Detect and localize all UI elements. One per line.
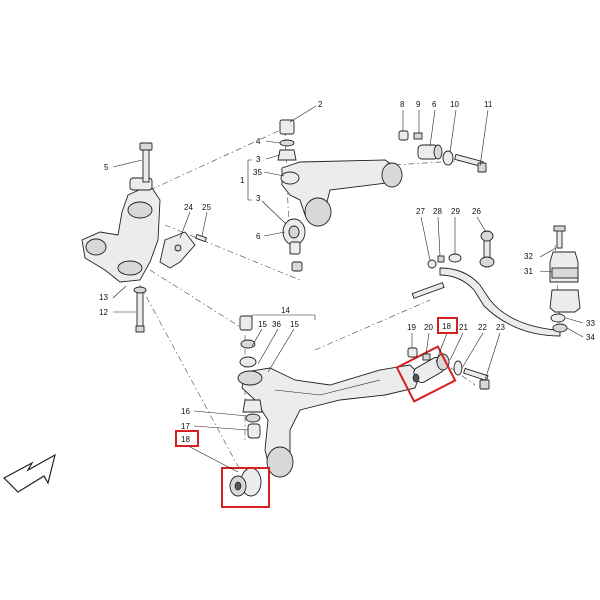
callout-18-left: 18 bbox=[181, 435, 190, 444]
highlight-box-rear-bushing bbox=[395, 345, 457, 403]
callout-3-lower: 3 bbox=[256, 194, 261, 203]
lower-control-arm bbox=[237, 364, 421, 478]
upper-arm-bushing-6 bbox=[282, 218, 306, 272]
callout-13: 13 bbox=[99, 293, 108, 302]
lower-ball-joint-stack bbox=[239, 315, 257, 368]
callout-15-right: 15 bbox=[290, 320, 299, 329]
part-20 bbox=[422, 353, 431, 361]
callout-4: 4 bbox=[256, 137, 261, 146]
callout-25: 25 bbox=[202, 203, 211, 212]
callout-15-left: 15 bbox=[258, 320, 267, 329]
callout-28: 28 bbox=[433, 207, 442, 216]
callout-36: 36 bbox=[272, 320, 281, 329]
upper-control-arm bbox=[280, 159, 403, 227]
callout-9: 9 bbox=[416, 100, 421, 109]
part-22-washer bbox=[453, 360, 463, 376]
callout-34: 34 bbox=[586, 333, 595, 342]
stabilizer-bar bbox=[439, 267, 561, 337]
callout-35: 35 bbox=[253, 168, 262, 177]
callout-26: 26 bbox=[472, 207, 481, 216]
callout-24: 24 bbox=[184, 203, 193, 212]
callout-29: 29 bbox=[451, 207, 460, 216]
callout-12: 12 bbox=[99, 308, 108, 317]
knuckle-bolt-top bbox=[139, 142, 153, 183]
callout-10: 10 bbox=[450, 100, 459, 109]
callout-33: 33 bbox=[586, 319, 595, 328]
front-bushing-18 bbox=[229, 467, 262, 497]
callout-23: 23 bbox=[496, 323, 505, 332]
rear-bushing-18 bbox=[412, 353, 450, 384]
callout-27: 27 bbox=[416, 207, 425, 216]
callout-6: 6 bbox=[256, 232, 261, 241]
screw-25 bbox=[195, 233, 207, 243]
bracket-32 bbox=[549, 251, 579, 283]
callout-11: 11 bbox=[484, 100, 493, 109]
callout-14: 14 bbox=[281, 306, 290, 315]
callout-22: 22 bbox=[478, 323, 487, 332]
part-23-bolt bbox=[463, 367, 490, 390]
knuckle-bolt-bottom bbox=[133, 286, 147, 333]
callout-5: 5 bbox=[104, 163, 109, 172]
callout-17: 17 bbox=[181, 422, 190, 431]
callout-32: 32 bbox=[524, 252, 533, 261]
callout-6-top: 6 bbox=[432, 100, 437, 109]
part-8 bbox=[398, 130, 409, 141]
link-26 bbox=[479, 230, 495, 268]
callout-1: 1 bbox=[240, 176, 245, 185]
callout-3-upper: 3 bbox=[256, 155, 261, 164]
callout-21: 21 bbox=[459, 323, 468, 332]
callout-2: 2 bbox=[318, 100, 323, 109]
bushing-31 bbox=[549, 289, 581, 313]
bolt-31 bbox=[553, 225, 566, 249]
leader-lines bbox=[112, 105, 584, 473]
part-10-bushing bbox=[417, 144, 443, 160]
highlight-box-front-bushing bbox=[221, 467, 270, 508]
callout-18-right: 18 bbox=[442, 322, 451, 331]
upper-bushing-stack bbox=[277, 119, 297, 161]
callout-labels: 2 4 3 1 35 3 6 5 8 9 6 10 11 13 12 24 25… bbox=[99, 100, 595, 444]
part-19 bbox=[407, 347, 418, 358]
front-direction-arrow-icon bbox=[3, 453, 56, 493]
callout-box-18-right bbox=[437, 317, 458, 334]
part-11-bolt bbox=[454, 153, 487, 173]
callout-16: 16 bbox=[181, 407, 190, 416]
callout-box-18-left bbox=[175, 430, 199, 447]
callout-31: 31 bbox=[524, 267, 533, 276]
steering-knuckle bbox=[81, 177, 161, 283]
callout-20: 20 bbox=[424, 323, 433, 332]
parts-27-28 bbox=[427, 255, 445, 269]
stud-bolt bbox=[411, 282, 445, 299]
link-29 bbox=[448, 253, 462, 263]
part-9 bbox=[413, 132, 423, 140]
parts-33-34 bbox=[550, 313, 568, 333]
bracket-24 bbox=[159, 231, 196, 269]
part-10-washer bbox=[442, 150, 454, 166]
lower-bushing-16-17 bbox=[242, 399, 263, 439]
callout-8: 8 bbox=[400, 100, 405, 109]
callout-19: 19 bbox=[407, 323, 416, 332]
